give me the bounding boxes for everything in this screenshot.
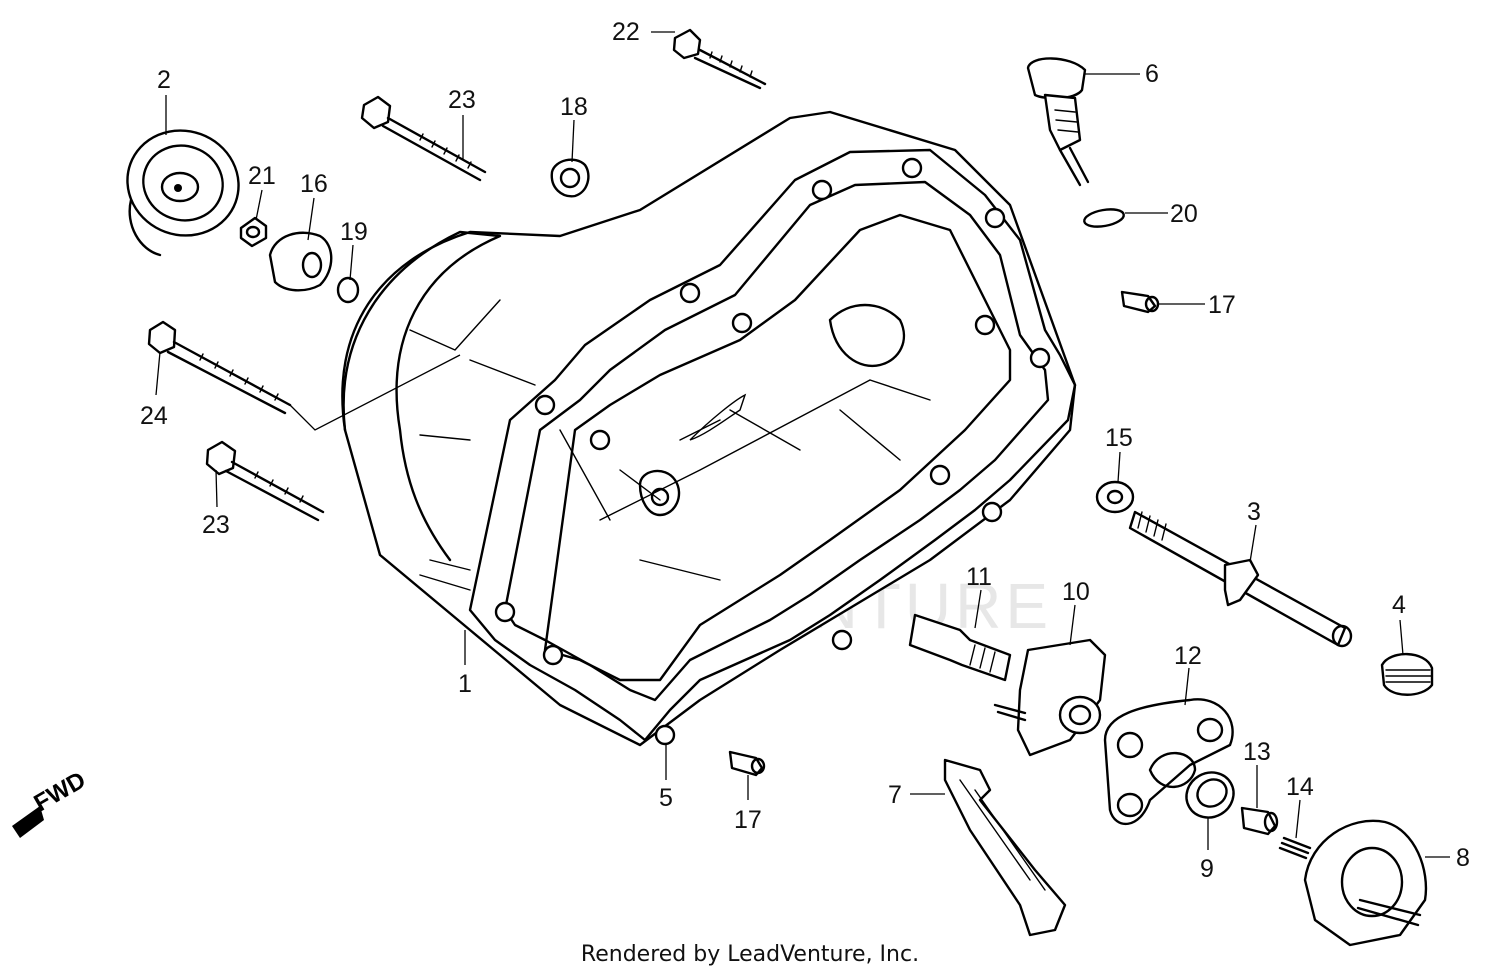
part-7-lifter-arm [943,758,1067,937]
callout-1: 1 [458,670,472,698]
callout-22: 22 [612,18,640,46]
callout-20: 20 [1170,200,1198,228]
part-21-nut [239,216,268,248]
callout-24: 24 [140,402,168,430]
part-4-spring [1380,652,1434,696]
part-20-o-ring [1083,208,1125,228]
leader-lines [155,31,1450,858]
callout-19: 19 [340,218,368,246]
fwd-arrow-icon: FWD [12,766,90,838]
part-23-bolt-upper [360,95,487,182]
callout-3: 3 [1247,498,1261,526]
gasket-bolt-bosses [494,157,1051,746]
callout-2: 2 [157,66,171,94]
callout-21: 21 [248,162,276,190]
callout-5: 5 [659,784,673,812]
part-11-stud [908,613,1012,682]
part-13-collar [1240,806,1279,836]
callout-15: 15 [1105,424,1133,452]
callout-4: 4 [1392,591,1406,619]
part-14-small-spring [1278,836,1312,860]
callout-10: 10 [1062,578,1090,606]
footer-credit: Rendered by LeadVenture, Inc. [580,942,920,967]
part-8-housing [1303,819,1428,947]
part-6-filler-plug [1026,57,1090,187]
part-17-dowel-pin-lower [728,750,766,777]
part-12-bracket [1103,698,1234,826]
callout-labels: 2 21 16 19 23 18 22 24 23 1 5 17 6 20 17… [140,18,1470,883]
part-10-lifter-plate [993,638,1107,757]
callout-11: 11 [966,563,992,591]
callout-6: 6 [1145,60,1159,88]
callout-7: 7 [888,781,902,809]
callout-9: 9 [1200,855,1214,883]
callout-12: 12 [1174,642,1202,670]
part-22-bolt [672,28,767,90]
part-23-bolt-lower [205,440,325,522]
part-15-washer [1095,480,1135,514]
part-19-o-ring [336,276,360,304]
callout-23-lower: 23 [202,511,230,539]
callout-14: 14 [1286,773,1314,801]
callout-23-upper: 23 [448,86,476,114]
callout-8: 8 [1456,844,1470,872]
part-18-bearing [550,158,590,198]
callout-17-lower: 17 [734,806,762,834]
part-2-cover-cap [126,129,240,257]
part-24-long-bolt [147,320,292,415]
part-3-clutch-shaft [1128,510,1353,648]
part-17-dowel-pin-upper [1120,290,1160,314]
callout-18: 18 [560,93,588,121]
fwd-label: FWD [30,766,91,817]
part-9-ring [1185,771,1235,819]
callout-13: 13 [1243,738,1271,766]
part-16-grommet [268,231,333,292]
right-crankcase-cover [341,110,1077,747]
callout-17-upper: 17 [1208,291,1236,319]
callout-16: 16 [300,170,328,198]
